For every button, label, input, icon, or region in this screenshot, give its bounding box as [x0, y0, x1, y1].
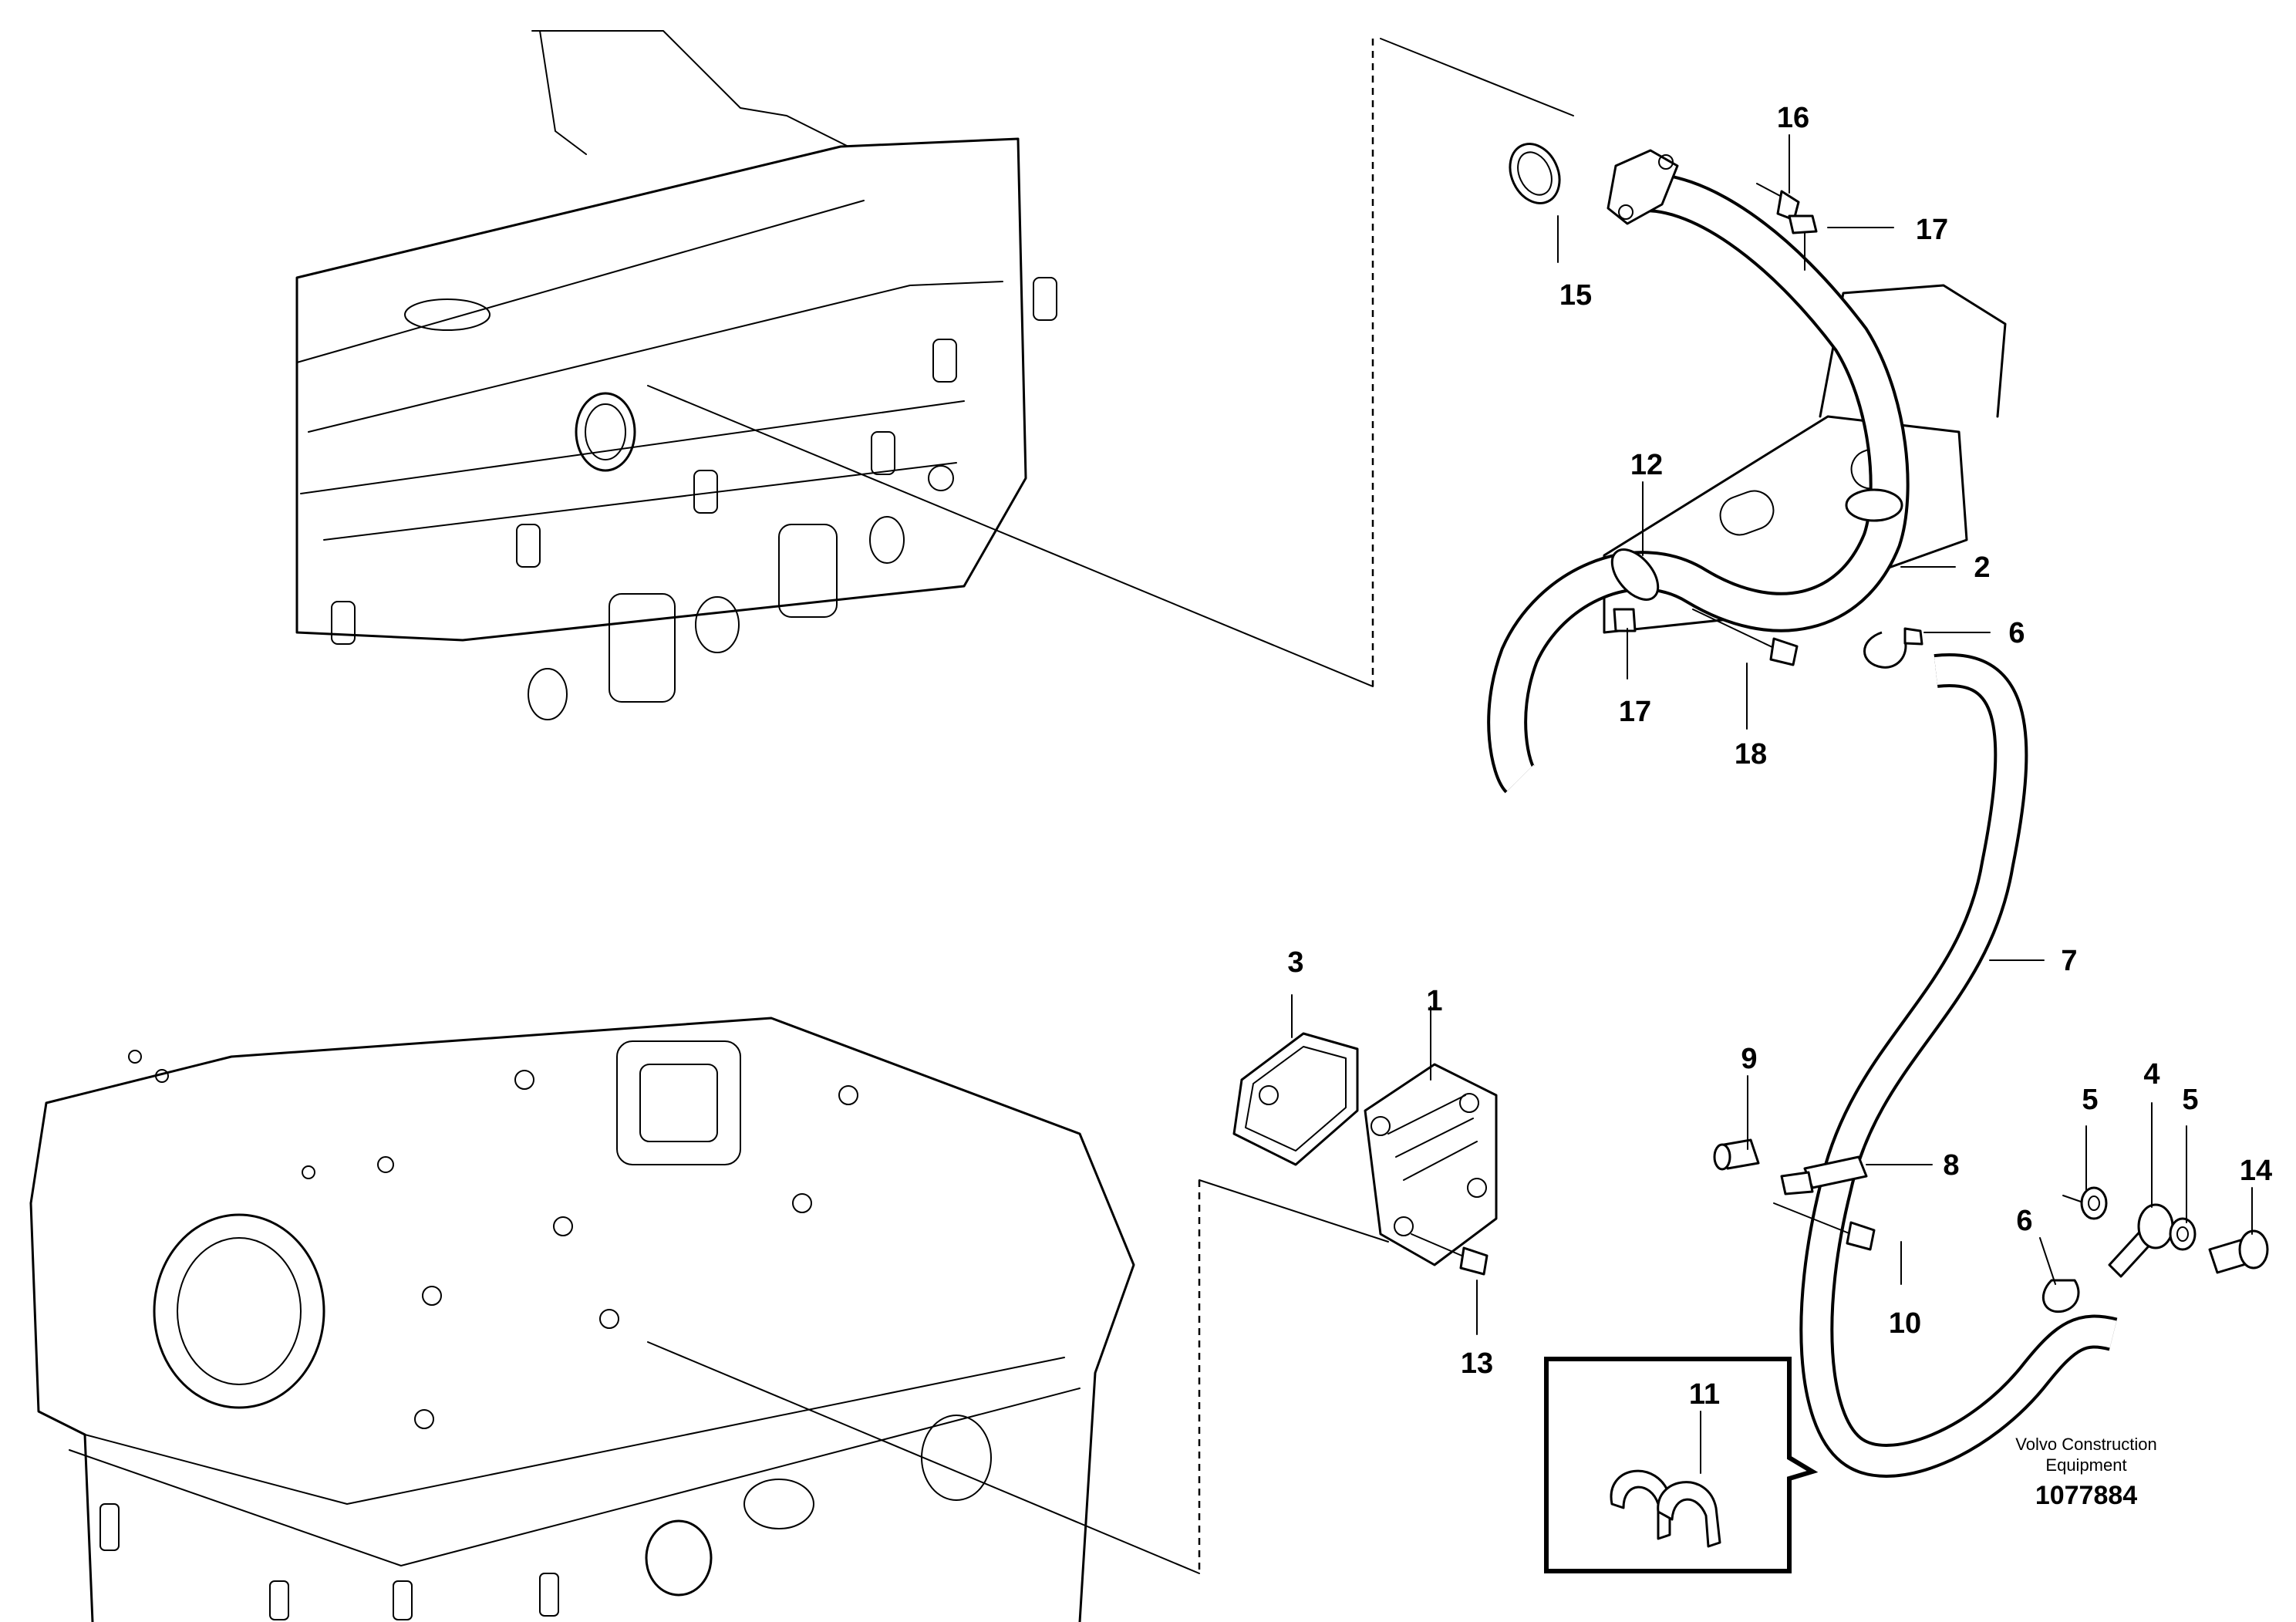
bolt-17-lower-icon: [1613, 608, 1637, 632]
callout-6-upper: 6: [2008, 617, 2025, 649]
pipe-clamp-upper: [1845, 488, 1903, 522]
bolt-18-icon: [1692, 609, 1799, 666]
brand-line-1: Volvo Construction: [2015, 1435, 2156, 1454]
callout-5-left: 5: [2082, 1084, 2098, 1116]
callout-7: 7: [2061, 945, 2077, 977]
callout-8: 8: [1943, 1149, 1959, 1182]
oil-pan-bolt-icons: [99, 1503, 559, 1620]
banjo-bolt-14-icon: [2208, 1229, 2269, 1274]
callout-10: 10: [1889, 1307, 1921, 1340]
clamp-6-upper-icon: [1863, 627, 1923, 669]
callout-16: 16: [1777, 102, 1809, 134]
hose-7: [1799, 653, 2118, 1478]
callout-5-right: 5: [2182, 1084, 2198, 1116]
banjo-fitting-4-icon: [2108, 1203, 2174, 1278]
projection-lines: [647, 38, 1574, 1574]
clamp-6-lower-icon: [2041, 1279, 2080, 1313]
pipe-clamp-12: [1610, 548, 1660, 601]
washer-5-left-icon: [2062, 1186, 2108, 1220]
callout-12: 12: [1630, 449, 1663, 481]
brand-block: Volvo Construction Equipment 1077884: [2015, 1435, 2156, 1510]
bolt-10-icon: [1773, 1202, 1876, 1251]
callout-2: 2: [1974, 551, 1990, 584]
clamp-8-icon: [1780, 1155, 1868, 1195]
bolt-hole-icons: [128, 1050, 858, 1429]
callout-4: 4: [2143, 1058, 2159, 1091]
callout-14: 14: [2240, 1155, 2272, 1187]
callout-17-lower: 17: [1619, 696, 1651, 728]
bolt-13-icon: [1411, 1233, 1489, 1276]
callout-9: 9: [1741, 1043, 1757, 1075]
washer-5-right-icon: [2169, 1217, 2197, 1251]
callout-18: 18: [1735, 738, 1767, 771]
coolant-pipe: [1487, 172, 1910, 794]
document-number: 1077884: [2035, 1481, 2137, 1510]
o-ring-15: [1509, 143, 1561, 204]
bolt-16-icon: [1756, 183, 1800, 221]
callout-17-upper: 17: [1916, 214, 1948, 246]
callout-13: 13: [1461, 1347, 1493, 1380]
callout-15: 15: [1559, 279, 1592, 312]
upper-engine-block-drawing: [295, 30, 1057, 720]
callout-6-lower: 6: [2016, 1205, 2032, 1237]
pipe-flange: [1607, 149, 1679, 225]
brand-line-2: Equipment: [2045, 1455, 2126, 1475]
spacer-9-icon: [1713, 1138, 1760, 1171]
gasket-3-icon: [1232, 1032, 1359, 1166]
clamp-detail-inset: [1544, 1357, 1819, 1573]
double-clamp-11-icon: [1610, 1469, 1721, 1548]
bolt-17-upper-icon: [1788, 214, 1818, 271]
cover-1-icon: [1364, 1063, 1498, 1266]
lower-engine-block-drawing: [29, 1017, 1135, 1622]
callout-labels: 3 1 15 16 17 12 2 6 17 18 7 9 8 10 13 5 …: [1287, 102, 2272, 1411]
valve-spring-icons: [331, 277, 1057, 645]
callout-3: 3: [1287, 946, 1303, 979]
callout-leaders: [1291, 134, 2253, 1474]
callout-1: 1: [1426, 985, 1442, 1017]
callout-11: 11: [1689, 1378, 1720, 1411]
